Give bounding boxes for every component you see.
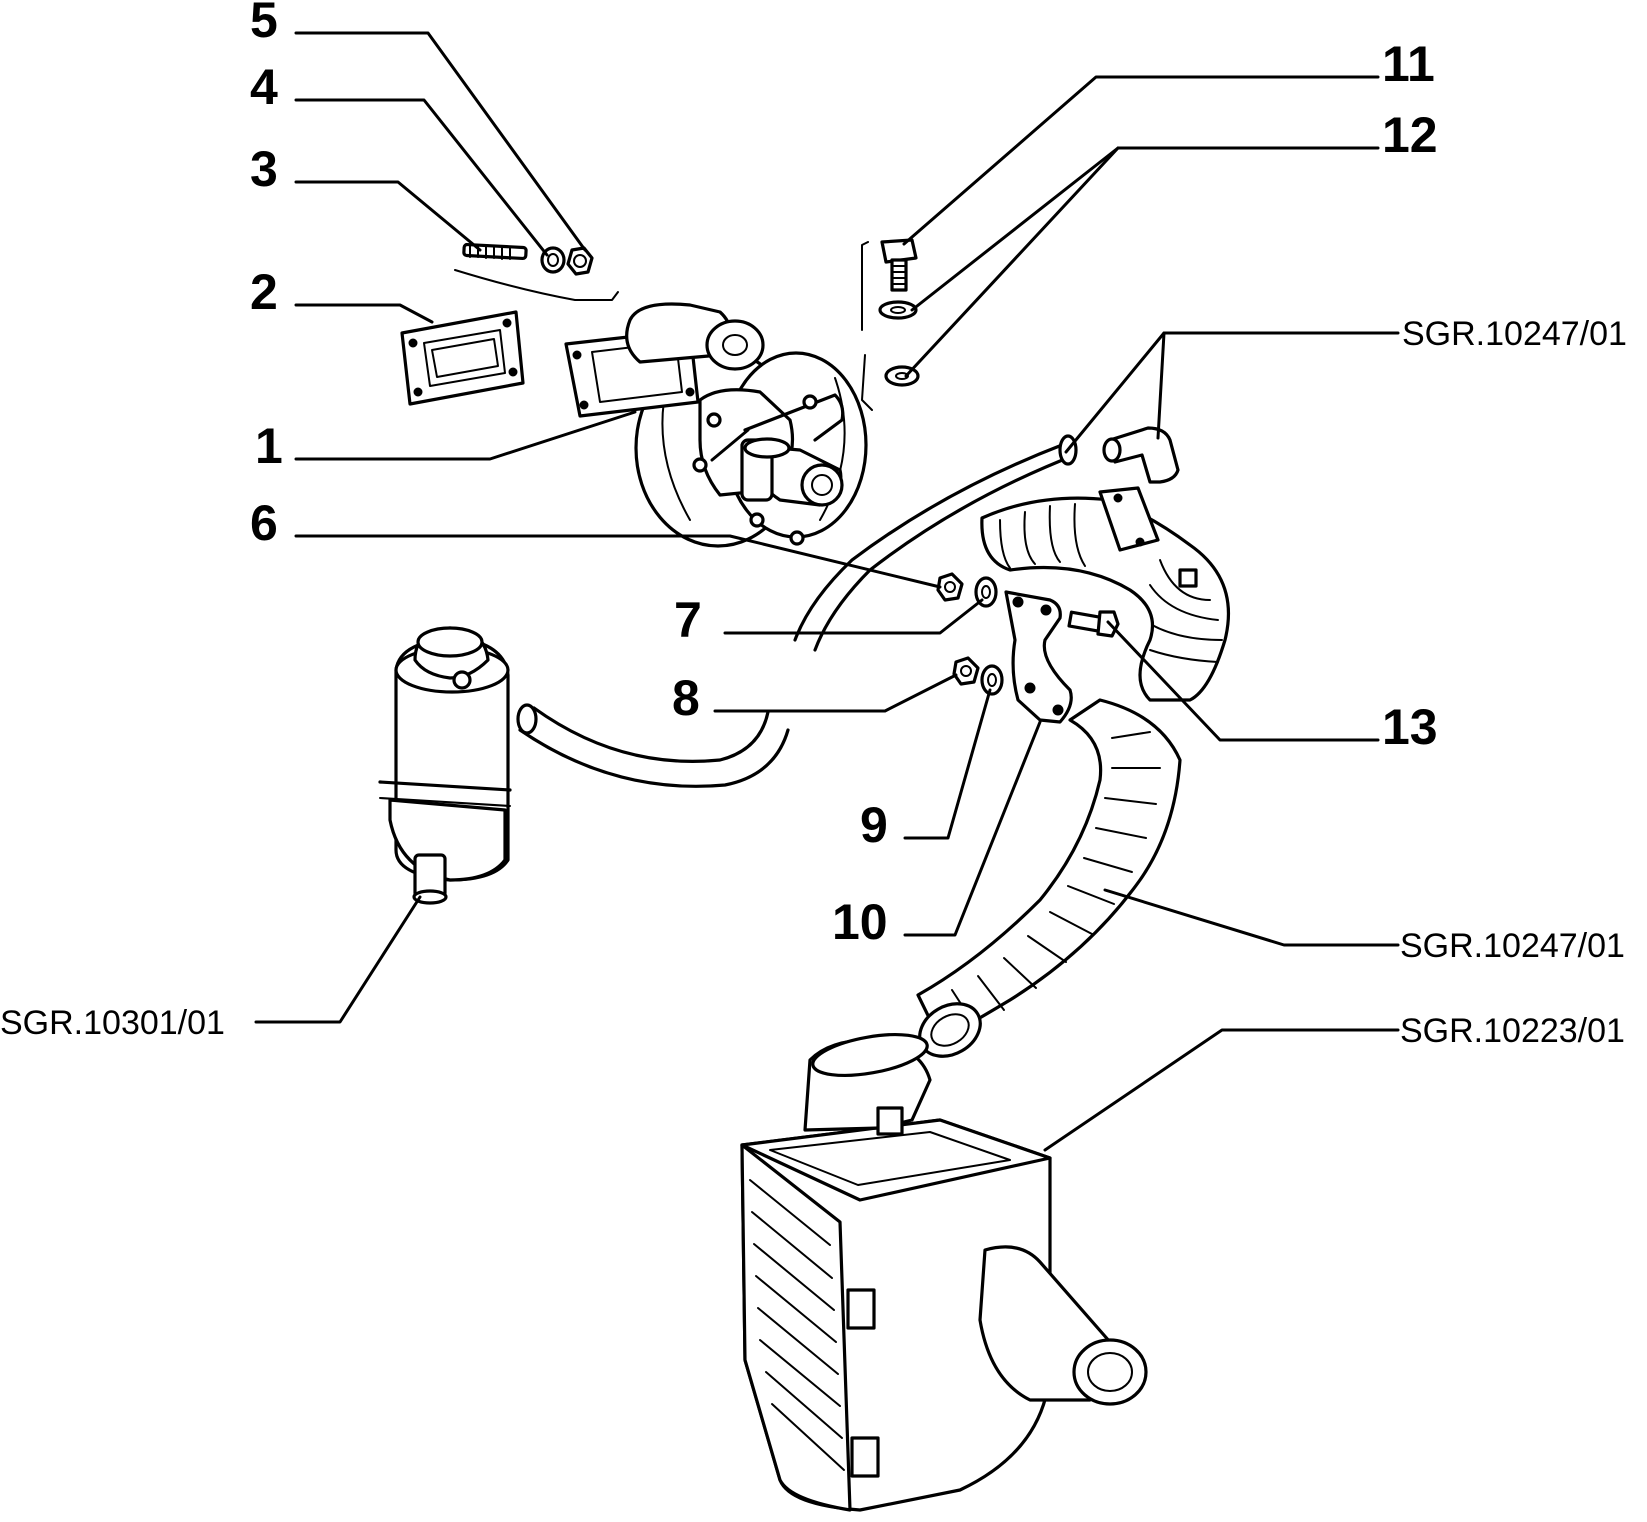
callout-5: 5 <box>250 0 278 48</box>
part-11-bolt[interactable] <box>882 240 916 290</box>
callout-11: 11 <box>1382 36 1435 92</box>
ref-oil-canister: SGR.10301/01 <box>0 1004 225 1042</box>
callout-12: 12 <box>1382 107 1438 163</box>
oil-canister-assembly[interactable] <box>380 628 788 903</box>
corrugated-intake-hose[interactable] <box>910 488 1228 1067</box>
callout-7: 7 <box>674 592 702 648</box>
part-12-washers[interactable] <box>880 302 918 385</box>
leader-lines <box>256 33 1398 1150</box>
callout-13: 13 <box>1382 699 1438 755</box>
ref-hose-bottom: SGR.10247/01 <box>1400 927 1625 965</box>
intercooler-air-box[interactable] <box>742 1027 1146 1510</box>
callout-8: 8 <box>672 670 700 726</box>
part-1-turbocharger[interactable] <box>566 304 866 546</box>
part-2-gasket[interactable] <box>402 312 523 404</box>
callout-labels: 5 4 3 2 1 6 7 8 9 10 11 12 13 SGR.10247/… <box>0 0 1627 1050</box>
callout-4: 4 <box>250 59 278 115</box>
part-5-nut[interactable] <box>568 248 592 274</box>
ref-air-box: SGR.10223/01 <box>1400 1012 1625 1050</box>
callout-9: 9 <box>860 797 888 853</box>
top-hose-assembly[interactable] <box>795 428 1178 650</box>
part-10-bracket[interactable] <box>1006 592 1071 722</box>
part-8-nut[interactable] <box>954 658 978 684</box>
part-3-stud[interactable] <box>464 244 526 259</box>
callout-10: 10 <box>832 894 888 950</box>
callout-1: 1 <box>255 418 283 474</box>
callout-6: 6 <box>250 495 278 551</box>
ref-hose-top: SGR.10247/01 <box>1402 315 1627 353</box>
callout-2: 2 <box>250 264 278 320</box>
part-9-washer[interactable] <box>982 666 1002 694</box>
callout-3: 3 <box>250 141 278 197</box>
part-6-nut[interactable] <box>938 574 962 600</box>
